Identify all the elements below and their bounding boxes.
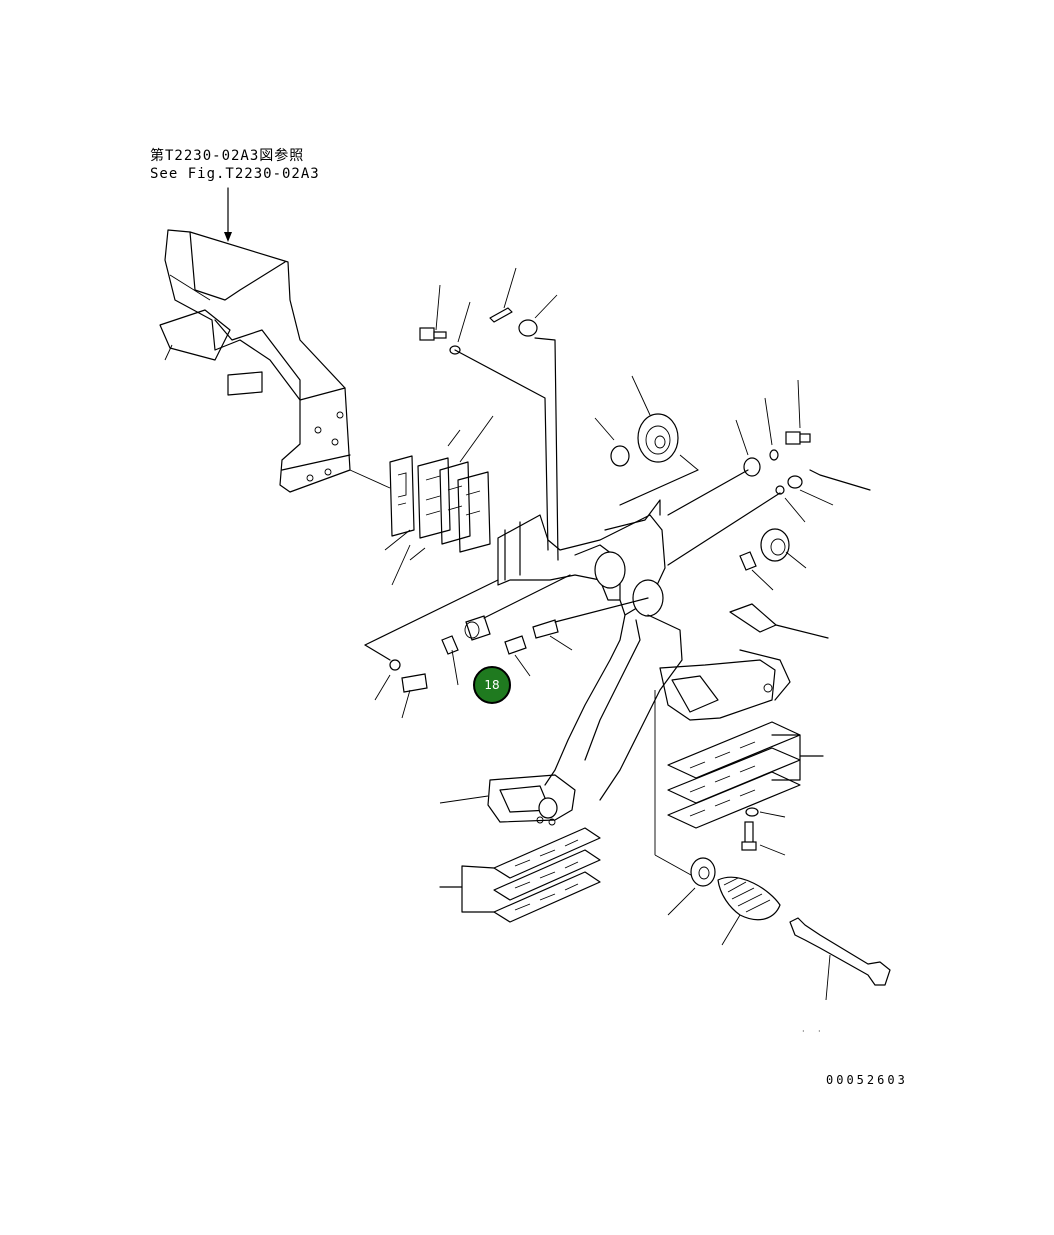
part-callout-18[interactable]: 18 bbox=[473, 666, 511, 704]
svg-text:·: · bbox=[818, 1027, 821, 1036]
upper-fasteners bbox=[419, 267, 559, 561]
svg-text:·: · bbox=[802, 1027, 805, 1036]
bushings-upper bbox=[594, 375, 699, 506]
pedal-bracket bbox=[497, 499, 683, 801]
left-pedal bbox=[439, 774, 576, 826]
right-pedal bbox=[654, 649, 791, 881]
left-pad-plates bbox=[439, 827, 601, 923]
spring-rod-assembly: · · bbox=[667, 857, 891, 1036]
right-pad-plates bbox=[667, 721, 824, 829]
reference-note-english: See Fig.T2230-02A3 bbox=[150, 166, 320, 182]
lower-right-fasteners bbox=[741, 807, 786, 856]
right-upper-fasteners bbox=[667, 379, 871, 566]
lower-left-fasteners bbox=[364, 574, 649, 719]
reference-note-japanese: 第T2230-02A3図参照 bbox=[150, 148, 305, 164]
shim-plates-left bbox=[384, 415, 494, 586]
frame-assembly bbox=[159, 229, 391, 493]
reference-arrow bbox=[224, 187, 232, 242]
right-bushing bbox=[729, 528, 829, 639]
drawing-number: 00052603 bbox=[826, 1073, 908, 1087]
